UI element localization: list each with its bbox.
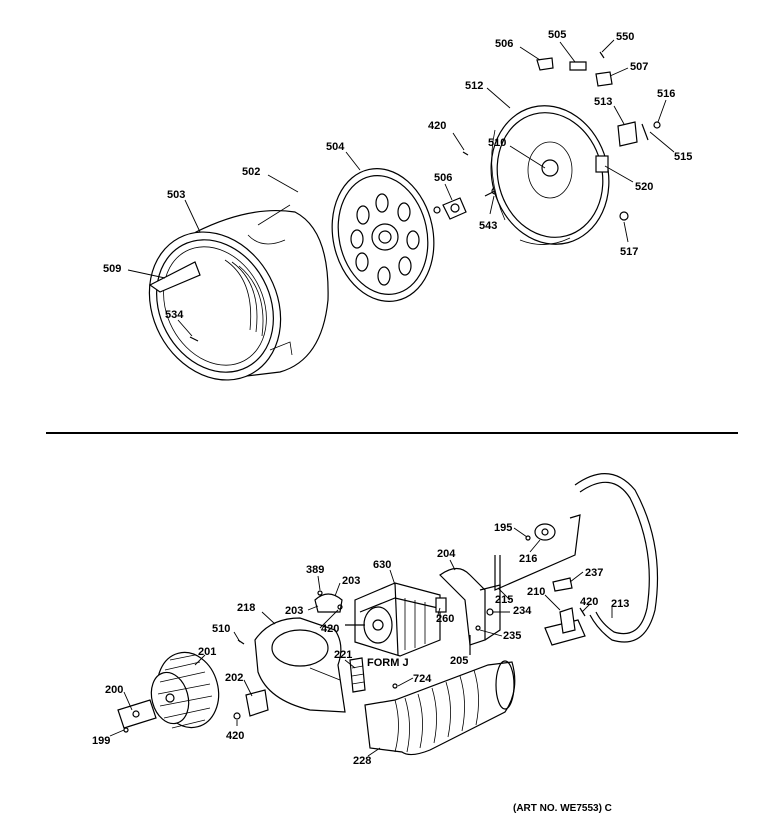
callout-213: 213 bbox=[611, 598, 629, 610]
callout-237: 237 bbox=[585, 567, 603, 579]
callout-515: 515 bbox=[674, 151, 692, 163]
blower-wheel bbox=[150, 651, 220, 729]
callout-210: 210 bbox=[527, 586, 545, 598]
callout-550: 550 bbox=[616, 31, 634, 43]
callout-235: 235 bbox=[503, 630, 521, 642]
motor-clamp bbox=[314, 590, 343, 613]
callout-202: 202 bbox=[225, 672, 243, 684]
callout-724: 724 bbox=[413, 673, 432, 685]
callout-420-bracket: 420 bbox=[226, 730, 244, 742]
callout-260: 260 bbox=[436, 613, 454, 625]
art-number: (ART NO. WE7553) C bbox=[513, 803, 612, 814]
drum-rear-panel bbox=[331, 168, 435, 302]
callout-420-motor: 420 bbox=[580, 596, 598, 608]
upper-hardware bbox=[462, 51, 661, 221]
callout-513: 513 bbox=[594, 96, 612, 108]
callout-203-upper: 203 bbox=[342, 575, 360, 587]
motor-form-label: FORM J bbox=[367, 657, 409, 669]
callout-517: 517 bbox=[620, 246, 638, 258]
callout-510-lower: 510 bbox=[212, 623, 230, 635]
callout-420-upper: 420 bbox=[428, 120, 446, 132]
callout-221: 221 bbox=[334, 649, 352, 661]
callout-215: 215 bbox=[495, 594, 513, 606]
bearing-parts bbox=[433, 187, 499, 220]
callout-502: 502 bbox=[242, 166, 260, 178]
callout-543: 543 bbox=[479, 220, 497, 232]
callout-507: 507 bbox=[630, 61, 648, 73]
callout-506-lower: 506 bbox=[434, 172, 452, 184]
callout-200: 200 bbox=[105, 684, 123, 696]
callout-506-upper: 506 bbox=[495, 38, 513, 50]
exhaust-duct bbox=[364, 660, 516, 756]
callout-505: 505 bbox=[548, 29, 566, 41]
callout-520: 520 bbox=[635, 181, 653, 193]
upper-leader-lines bbox=[127, 39, 675, 337]
callout-204: 204 bbox=[437, 548, 456, 560]
rear-bulkhead bbox=[490, 105, 610, 245]
idler-bracket bbox=[544, 607, 586, 646]
callout-516: 516 bbox=[657, 88, 675, 100]
callout-420-clamp: 420 bbox=[321, 623, 339, 635]
motor-bracket bbox=[439, 567, 501, 655]
callout-504: 504 bbox=[326, 141, 345, 153]
drive-belt bbox=[574, 473, 659, 643]
drive-motor bbox=[345, 582, 447, 657]
callout-195: 195 bbox=[494, 522, 512, 534]
callout-203-lower: 203 bbox=[285, 605, 303, 617]
drum-assembly bbox=[148, 204, 329, 381]
callout-199: 199 bbox=[92, 735, 110, 747]
callout-216: 216 bbox=[519, 553, 537, 565]
callout-534: 534 bbox=[165, 309, 184, 321]
callout-234: 234 bbox=[513, 605, 532, 617]
callout-510-upper: 510 bbox=[488, 137, 506, 149]
duct-seal bbox=[349, 657, 366, 693]
callout-228: 228 bbox=[353, 755, 371, 767]
callout-201: 201 bbox=[198, 646, 216, 658]
callout-512: 512 bbox=[465, 80, 483, 92]
idler-assembly bbox=[494, 514, 581, 592]
callout-389: 389 bbox=[306, 564, 324, 576]
callout-503: 503 bbox=[167, 189, 185, 201]
housing-bracket bbox=[233, 639, 269, 720]
callout-509: 509 bbox=[103, 263, 121, 275]
callout-218: 218 bbox=[237, 602, 255, 614]
blower-plate bbox=[117, 699, 157, 733]
blower-housing bbox=[254, 617, 346, 713]
callout-630: 630 bbox=[373, 559, 391, 571]
callout-205: 205 bbox=[450, 655, 468, 667]
lower-leader-lines bbox=[109, 527, 613, 757]
